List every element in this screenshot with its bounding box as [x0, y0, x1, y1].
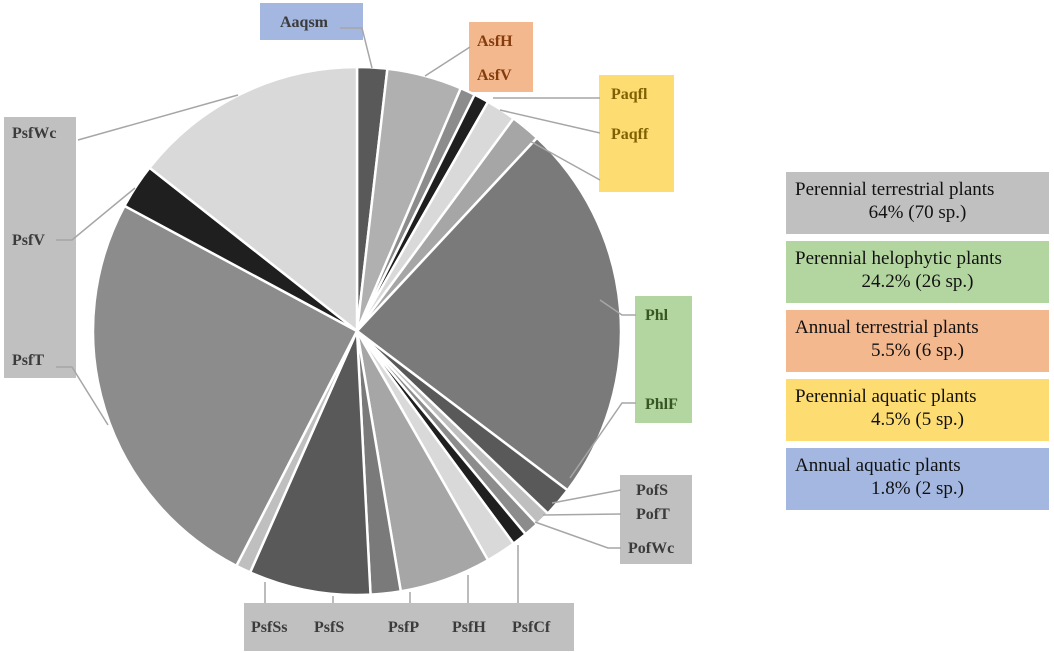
- legend-item-name: Perennial terrestrial plants: [795, 179, 995, 200]
- legend-item-value: 4.5% (5 sp.): [871, 409, 964, 430]
- perennial-terrestrial-left-label-bg: [4, 117, 76, 378]
- annual-terrestrial-label-bg: [469, 22, 533, 92]
- legend-item-value: 64% (70 sp.): [868, 202, 967, 223]
- slice-label-psft: PsfT: [12, 352, 44, 369]
- legend-item-perennial-terrestrial: Perennial terrestrial plants 64% (70 sp.…: [786, 172, 1049, 234]
- leader-line-phl: [599, 299, 636, 316]
- legend-item-name: Perennial aquatic plants: [795, 386, 977, 407]
- slice-label-psfwc: PsfWc: [12, 125, 56, 142]
- slice-label-aaqsm: Aaqsm: [280, 14, 329, 31]
- legend-item-perennial-helophytic: Perennial helophytic plants 24.2% (26 sp…: [786, 241, 1049, 303]
- slice-label-asfh: AsfH: [477, 33, 513, 50]
- slice-label-paqfl: Paqfl: [611, 86, 648, 103]
- legend-item-annual-terrestrial: Annual terrestrial plants 5.5% (6 sp.): [786, 310, 1049, 372]
- legend-item-name: Annual aquatic plants: [795, 455, 961, 476]
- legend-item-value: 5.5% (6 sp.): [871, 340, 964, 361]
- leader-line-poft: [542, 513, 622, 516]
- slice-label-poft: PofT: [636, 506, 670, 523]
- slice-label-psfv: PsfV: [12, 232, 45, 249]
- leader-line-psfwc: [77, 94, 239, 141]
- slice-label-paqff: Paqff: [611, 126, 649, 143]
- pie-slice-psfwc: [148, 65, 359, 333]
- legend-item-annual-aquatic: Annual aquatic plants 1.8% (2 sp.): [786, 448, 1049, 510]
- pie-slice-psfs: [248, 329, 372, 597]
- perennial-terrestrial-right-label-bg: [620, 475, 692, 564]
- legend-item-value: 24.2% (26 sp.): [861, 271, 974, 292]
- leader-line-psfv: [56, 187, 136, 241]
- slice-label-pofs: PofS: [636, 482, 668, 499]
- slice-label-phl: Phl: [645, 307, 669, 324]
- slice-label-psfh: PsfH: [452, 619, 486, 636]
- pie-slice-phl: [355, 136, 623, 492]
- annual-aquatic-label-bg: [260, 3, 363, 40]
- leader-line-paqff: [499, 109, 601, 134]
- slice-label-psfs: PsfS: [314, 619, 344, 636]
- legend-item-perennial-aquatic: Perennial aquatic plants 4.5% (5 sp.): [786, 379, 1049, 441]
- slice-label-pofwc: PofWc: [628, 540, 674, 557]
- slice-label-phlf: PhlF: [645, 396, 678, 413]
- leader-line-aaqsm: [340, 27, 373, 69]
- legend-item-name: Perennial helophytic plants: [795, 248, 1002, 269]
- legend-item-name: Annual terrestrial plants: [795, 317, 979, 338]
- slice-label-psfp: PsfP: [388, 619, 419, 636]
- leader-line-phlf: [569, 402, 636, 479]
- slice-label-asfv: AsfV: [477, 67, 512, 84]
- perennial-aquatic-label-bg: [599, 75, 674, 192]
- leader-lines: [56, 27, 636, 603]
- slice-label-psfcf: PsfCf: [512, 619, 551, 636]
- slice-label-psfss: PsfSs: [251, 619, 287, 636]
- leader-line-paqsm: [509, 129, 601, 181]
- legend-item-value: 1.8% (2 sp.): [871, 478, 964, 499]
- perennial-terrestrial-bottom-label-bg: [244, 603, 574, 651]
- leader-line-pofwc: [534, 521, 621, 549]
- perennial-helophytic-label-bg: [635, 296, 692, 423]
- slice-labels: Aaqsm AsfH AsfV Paqfl Paqff Phl PhlF Pof…: [12, 14, 678, 636]
- leader-line-psft: [56, 366, 109, 426]
- leader-line-asfh: [424, 46, 471, 77]
- leader-line-pofs: [551, 489, 622, 504]
